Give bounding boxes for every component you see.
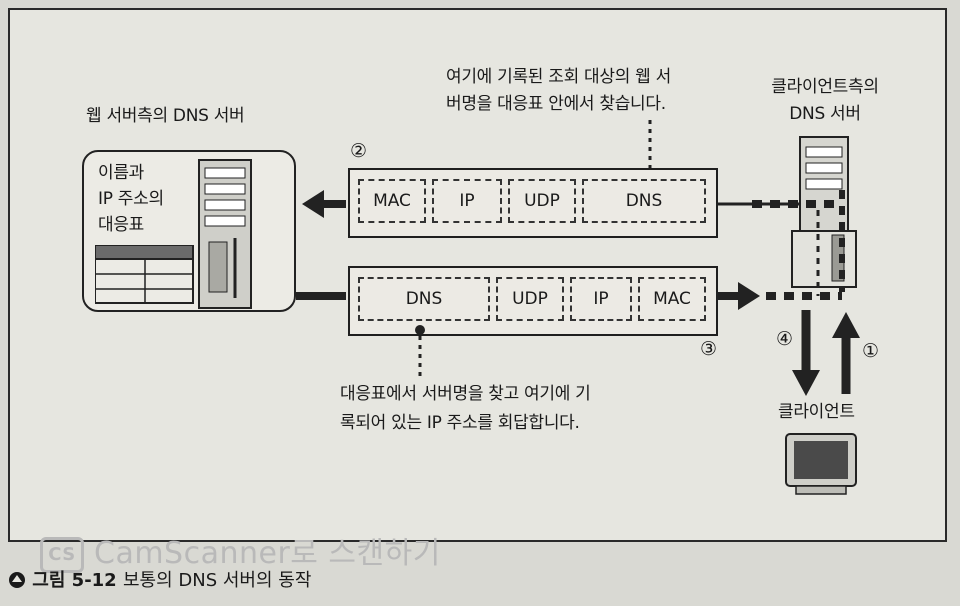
web-dns-server-title: 웹 서버측의 DNS 서버 bbox=[86, 106, 245, 126]
client-dns-server-title: 클라이언트측의 DNS 서버 bbox=[760, 74, 890, 128]
bottom-note: 대응표에서 서버명을 찾고 여기에 기 록되어 있는 IP 주소를 회답합니다. bbox=[340, 380, 591, 438]
request-field-udp: UDP bbox=[508, 179, 576, 223]
caption-bullet-icon bbox=[9, 572, 25, 588]
step-1-label: ① bbox=[862, 340, 880, 362]
name-ip-table-box bbox=[82, 150, 296, 312]
step-1-arrow-head bbox=[832, 312, 860, 338]
camscanner-watermark-text: CamScanner로 스캔하기 bbox=[94, 536, 441, 571]
table-label-line-3: 대응표 bbox=[98, 215, 145, 235]
step-2-label: ② bbox=[350, 140, 368, 162]
step-4-label: ④ bbox=[776, 328, 794, 350]
table-label-line-1: 이름과 bbox=[98, 163, 145, 183]
step-4-arrow-head bbox=[792, 370, 820, 396]
figure-caption: 그림 5-12 보통의 DNS 서버의 동작 bbox=[8, 566, 311, 592]
response-field-ip: IP bbox=[570, 277, 632, 321]
client-dns-title-line-2: DNS 서버 bbox=[789, 104, 861, 124]
request-field-dns: DNS bbox=[582, 179, 706, 223]
bottom-note-line-2: 록되어 있는 IP 주소를 회답합니다. bbox=[340, 413, 580, 433]
client-dns-title-line-1: 클라이언트측의 bbox=[771, 77, 879, 97]
client-computer-icon bbox=[785, 433, 857, 495]
top-note-line-1: 여기에 기록된 조회 대상의 웹 서 bbox=[446, 67, 671, 87]
request-field-mac: MAC bbox=[358, 179, 426, 223]
table-grid-icon bbox=[95, 245, 194, 304]
step-3-label: ③ bbox=[700, 338, 718, 360]
bottom-note-line-1: 대응표에서 서버명을 찾고 여기에 기 bbox=[340, 384, 591, 404]
caption-text: 보통의 DNS 서버의 동작 bbox=[123, 570, 312, 591]
caption-number: 그림 5-12 bbox=[32, 570, 117, 591]
request-field-ip: IP bbox=[432, 179, 502, 223]
camscanner-watermark: CS CamScanner로 스캔하기 bbox=[40, 528, 441, 573]
request-arrow-head bbox=[302, 190, 324, 218]
camscanner-logo-icon: CS bbox=[40, 536, 84, 573]
web-dns-server-icon bbox=[198, 159, 252, 309]
top-note-line-2: 버명을 대응표 안에서 찾습니다. bbox=[446, 94, 666, 114]
table-box-label: 이름과 IP 주소의 대응표 bbox=[98, 160, 164, 238]
response-field-udp: UDP bbox=[496, 277, 564, 321]
table-label-line-2: IP 주소의 bbox=[98, 189, 164, 209]
response-field-dns: DNS bbox=[358, 277, 490, 321]
top-note: 여기에 기록된 조회 대상의 웹 서 버명을 대응표 안에서 찾습니다. bbox=[446, 64, 671, 118]
response-field-mac: MAC bbox=[638, 277, 706, 321]
request-packet: MAC IP UDP DNS bbox=[348, 168, 718, 238]
response-arrow-head bbox=[738, 282, 760, 310]
client-label: 클라이언트 bbox=[778, 402, 855, 422]
response-packet: DNS UDP IP MAC bbox=[348, 266, 718, 336]
